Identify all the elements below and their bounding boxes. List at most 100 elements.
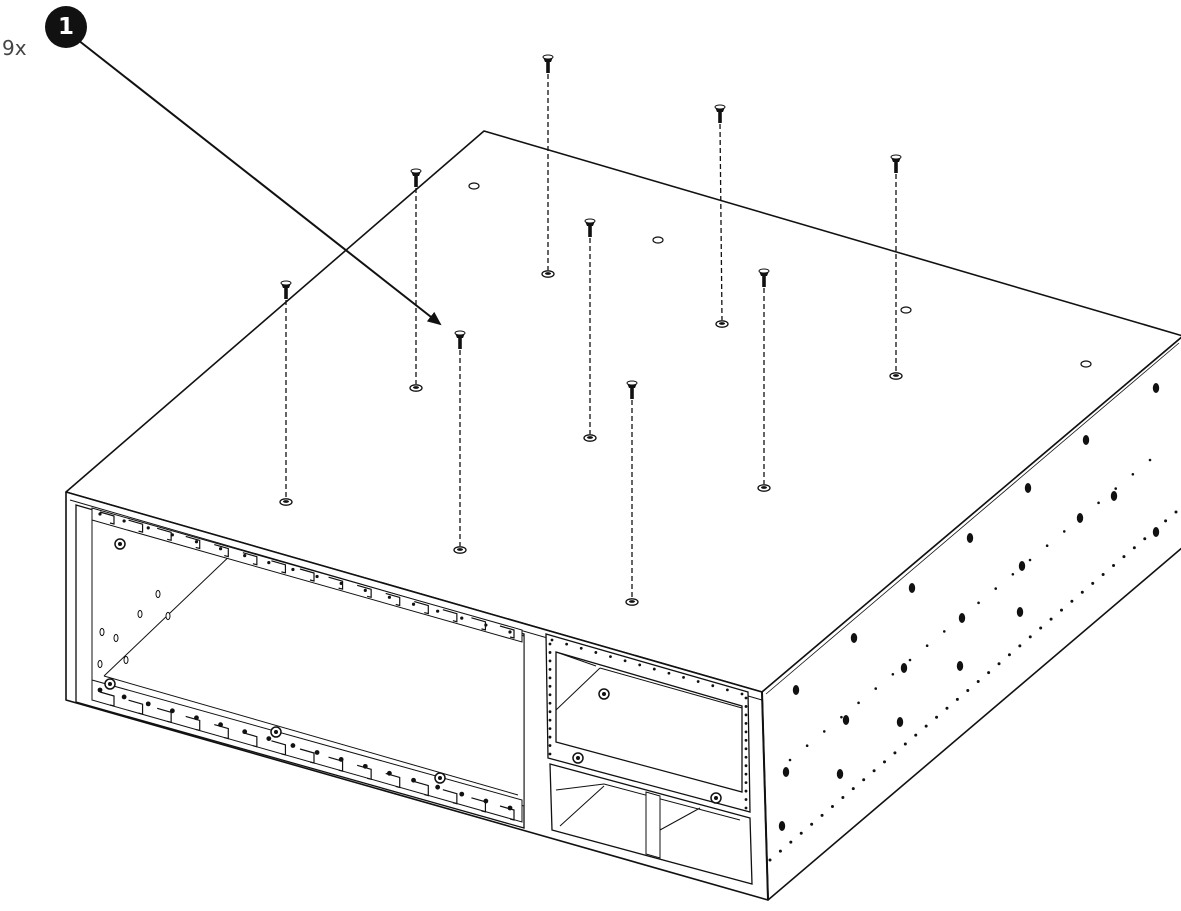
bay-frame-dot [550,638,554,642]
side-vent-hole [900,663,908,673]
card-guide-notch [356,584,372,599]
side-row-dot [1011,572,1015,576]
bay-frame-dot [548,693,552,697]
card-guide-notch [271,560,287,574]
bay-frame-dot [623,659,627,663]
card-guide-notch [328,756,344,772]
side-edge-dot [799,831,803,835]
rail-mount-screw-center [576,756,580,760]
side-vent-hole [1152,527,1160,537]
rail-mount-screw-center [118,542,122,546]
flat-head-screw-icon [584,218,596,237]
bay-frame-dot [548,667,552,671]
rail-hole [508,630,512,634]
side-vent-hole [792,685,800,695]
side-row-dot [1045,544,1049,548]
side-edge-dot [1059,608,1063,612]
bay-frame-dot [548,659,552,663]
card-guide-notch [499,625,515,639]
screw-3 [889,154,903,380]
bay-frame-dot [744,764,748,768]
screw-hole-inner [545,272,551,275]
side-edge-dot [830,804,834,808]
screw-hole-inner [629,600,635,603]
screw-9 [625,380,639,606]
side-vent-hole [1076,513,1084,523]
rail-mount-screw-center [438,776,442,780]
card-guide-notch [356,764,372,781]
side-edge-dot [893,751,897,755]
top-mount-hole [900,306,912,314]
side-edge-dot [841,796,845,800]
rail-hole [146,526,150,530]
rail-hole [291,567,295,572]
screw-hole-inner [761,486,767,489]
rail-hole [121,694,127,700]
screw-4 [409,168,423,392]
rail-hole [460,616,464,620]
side-vent-hole [1016,607,1024,617]
side-row-dot [925,644,929,648]
side-edge-dot [1028,635,1032,639]
rail-hole [194,540,199,544]
rail-hole [122,519,126,523]
side-edge-dot [1122,555,1126,559]
bay-frame-dot [744,730,748,734]
flat-head-screw-icon [542,54,554,73]
side-vent-hole [908,583,916,593]
card-guide-notch [242,552,258,566]
rail-hole [314,750,320,755]
side-edge-dot [1174,510,1178,514]
side-edge-dot [1049,617,1053,621]
bay-frame-dot [696,680,700,683]
rail-hole [218,547,223,551]
screw-5 [583,218,597,442]
side-edge-dot [1018,644,1022,648]
side-edge-dot [1091,581,1095,585]
bay-frame-dot [548,701,552,705]
bay-frame-dot [744,781,748,785]
callout-number-badge: 1 [45,6,87,48]
top-mount-hole [652,236,664,244]
side-vent-hole [956,661,964,671]
side-edge-dot [1153,528,1157,532]
side-row-dot [805,744,809,748]
side-edge-dot [1101,572,1105,576]
side-edge-dot [1143,537,1147,541]
side-vent-hole [778,821,786,831]
card-guide-notch [214,723,229,740]
side-vent-hole [1110,491,1118,501]
side-row-dot [874,687,878,690]
side-edge-dot [966,688,970,692]
bay-frame-dot [744,738,748,742]
side-edge-dot [1039,626,1043,630]
side-panel-holes [768,383,1178,862]
bay-frame-dot [548,744,552,747]
left-vent-hole [165,611,171,621]
flat-head-screw-icon [758,268,770,287]
card-guide-notch [442,609,458,623]
side-edge-dot [914,733,918,737]
bay-frame-dot [609,655,612,659]
rail-hole [387,595,392,599]
front-panel-holes [97,512,748,811]
bay-frame-dot [548,676,552,680]
side-row-dot [1097,501,1100,505]
rail-mount-screw-center [274,730,278,734]
flat-head-screw-icon [454,330,466,349]
rail-hole [266,736,272,741]
rail-hole [315,574,319,579]
rail-hole [243,554,247,558]
left-vent-hole [123,655,129,665]
bay-frame-dot [744,705,748,708]
bay-frame-dot [744,755,748,759]
screw-guide-line [719,123,723,321]
card-guide-notch [185,535,201,550]
bay-frame-dot [548,642,552,646]
side-vent-hole [896,717,904,727]
bay-frame-dot [548,752,552,756]
side-vent-hole [1082,435,1090,445]
card-guide-notch [99,511,115,525]
side-row-dot [1131,472,1135,476]
